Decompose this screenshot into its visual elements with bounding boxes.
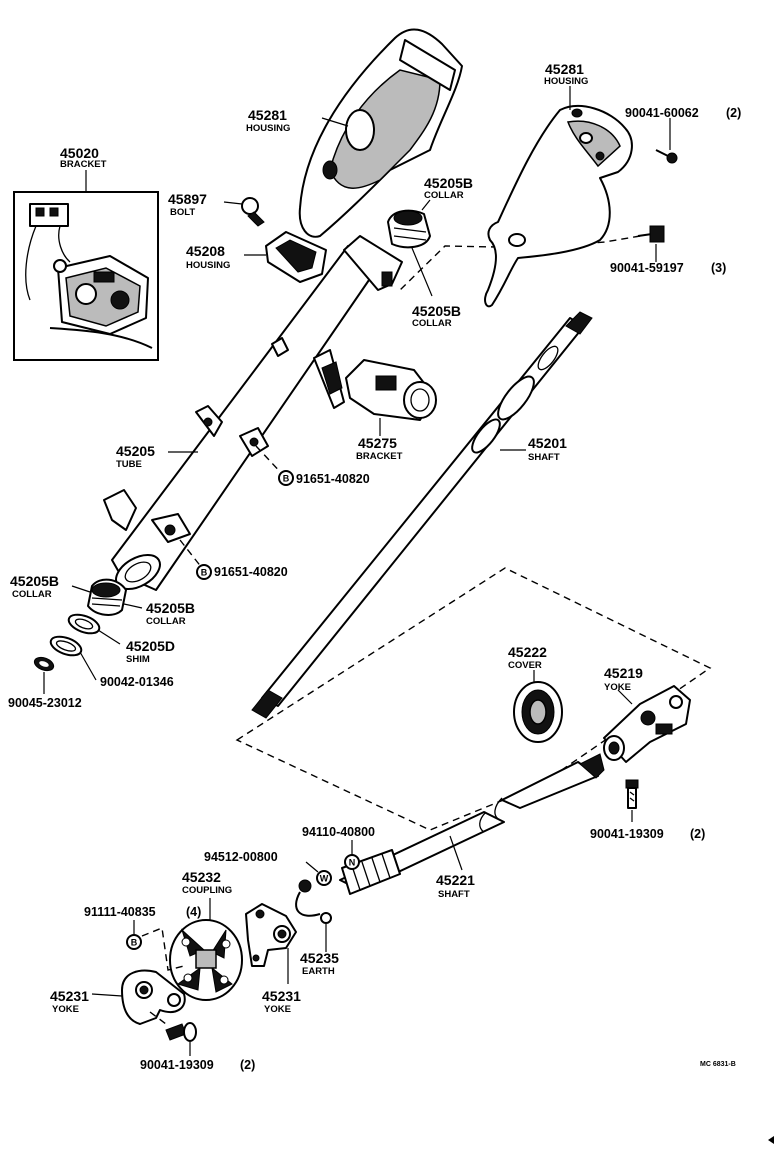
screw-90041-60062	[655, 118, 678, 164]
label-45205b-low-left-name: COLLAR	[12, 589, 52, 600]
bolt-91111-40835: B	[126, 920, 185, 971]
cover-45222	[513, 670, 563, 743]
label-90041-60062-number: 90041-60062	[625, 106, 699, 120]
washer-symbol-w: W	[320, 874, 329, 884]
label-90041-59197-qty: (3)	[711, 261, 726, 275]
earth-45235	[295, 879, 332, 952]
label-45205d-number: 45205D	[126, 638, 175, 654]
label-90042-01346: 90042-01346	[100, 675, 174, 689]
label-45222-name: COVER	[508, 660, 542, 671]
tube-45205	[103, 235, 403, 591]
label-45205b-low-right-name: COLLAR	[146, 616, 186, 627]
label-45208-number: 45208	[186, 243, 225, 259]
label-91651-lower: 91651-40820	[214, 565, 288, 579]
bolt-45897	[223, 197, 265, 227]
label-94512-00800: 94512-00800	[204, 850, 278, 864]
assembly-boundary-upper	[399, 235, 641, 291]
bracket-45275	[313, 349, 437, 436]
label-45231-left-number: 45231	[50, 988, 89, 1004]
label-45281-left-number: 45281	[248, 107, 287, 123]
coupling-45232	[169, 898, 243, 1001]
label-45219-name: YOKE	[604, 682, 631, 693]
label-90041-19309-right-qty: (2)	[690, 827, 705, 841]
bracket-45020-inset	[13, 170, 159, 361]
bolt-91651-40820-upper: B	[255, 445, 294, 486]
label-45231-right-name: YOKE	[264, 1004, 291, 1015]
label-45232-name: COUPLING	[182, 885, 232, 896]
label-45219-number: 45219	[604, 665, 643, 681]
label-45281-right-number: 45281	[545, 61, 584, 77]
diagram-code: MC 6831-B	[700, 1061, 736, 1068]
label-90041-19309-right-number: 90041-19309	[590, 827, 664, 841]
collar-45205b-top	[387, 199, 431, 249]
label-45205b-top-name: COLLAR	[424, 190, 464, 201]
label-45281-left-name: HOUSING	[246, 123, 290, 134]
label-45232-number: 45232	[182, 869, 221, 885]
bolt-symbol-b: B	[283, 474, 290, 484]
label-45222-number: 45222	[508, 644, 547, 660]
corner-arrow-icon	[768, 1136, 774, 1144]
label-91111-40835-number: 91111-40835	[84, 905, 156, 919]
nut-symbol-n: N	[349, 858, 356, 868]
shaft-45201	[251, 311, 593, 719]
label-45205b-low-left-number: 45205B	[10, 573, 59, 589]
clip-90045-23012	[33, 656, 55, 694]
collar-45205b-mid-leader	[411, 247, 433, 297]
label-45275-name: BRACKET	[356, 451, 403, 462]
label-45235-name: EARTH	[302, 966, 335, 977]
label-91651-upper: 91651-40820	[296, 472, 370, 486]
shim-45205d	[67, 613, 121, 645]
housing-45281-right	[484, 86, 633, 308]
label-45201-name: SHAFT	[528, 452, 560, 463]
label-45205d-name: SHIM	[126, 654, 150, 665]
washer-94512-00800: W	[305, 861, 332, 886]
label-45205b-top-number: 45205B	[424, 175, 473, 191]
yoke-45219	[603, 685, 691, 763]
bolt-symbol-b: B	[131, 938, 138, 948]
label-45281-right-name: HOUSING	[544, 76, 588, 87]
label-45897-number: 45897	[168, 191, 207, 207]
bolt-symbol-b: B	[201, 568, 208, 578]
housing-45208	[244, 231, 327, 283]
label-94110-40800: 94110-40800	[302, 825, 375, 839]
label-45205-number: 45205	[116, 443, 155, 459]
assembly-boundary-lower	[235, 567, 712, 831]
label-45201-number: 45201	[528, 435, 567, 451]
label-45231-right-number: 45231	[262, 988, 301, 1004]
shaft-45221	[339, 753, 605, 895]
screw-90041-59197	[637, 225, 665, 262]
label-45221-number: 45221	[436, 872, 475, 888]
label-45235-number: 45235	[300, 950, 339, 966]
screw-90041-19309-right	[625, 779, 639, 822]
yoke-45231-right	[245, 903, 297, 984]
label-45275-number: 45275	[358, 435, 397, 451]
bolt-91651-40820-lower: B	[179, 539, 212, 580]
housing-45281-left	[298, 28, 463, 238]
label-45897-name: BOLT	[170, 207, 195, 218]
label-90041-19309-bottom-qty: (2)	[240, 1058, 255, 1072]
yoke-45231-left	[91, 969, 186, 1025]
label-90045-23012: 90045-23012	[8, 696, 82, 710]
ring-90042-01346	[49, 635, 97, 681]
label-45205b-low-right-number: 45205B	[146, 600, 195, 616]
nut-94110-40800: N	[344, 840, 360, 870]
collar-45205b-lower	[71, 578, 143, 616]
label-45208-name: HOUSING	[186, 260, 230, 271]
label-90041-19309-bottom-number: 90041-19309	[140, 1058, 214, 1072]
label-45231-left-name: YOKE	[52, 1004, 79, 1015]
label-91111-40835-qty: (4)	[186, 905, 201, 919]
label-45205b-mid-name: COLLAR	[412, 318, 452, 329]
label-45020-number: 45020	[60, 145, 99, 161]
label-90041-59197-number: 90041-59197	[610, 261, 684, 275]
label-45205-name: TUBE	[116, 459, 142, 470]
label-45221-name: SHAFT	[438, 889, 470, 900]
label-45205b-mid-number: 45205B	[412, 303, 461, 319]
screw-90041-19309-bottom	[165, 1022, 197, 1056]
label-45020-name: BRACKET	[60, 159, 107, 170]
labels: 45020 BRACKET 45281 HOUSING 45281 HOUSIN…	[8, 61, 741, 1072]
label-90041-60062-qty: (2)	[726, 106, 741, 120]
